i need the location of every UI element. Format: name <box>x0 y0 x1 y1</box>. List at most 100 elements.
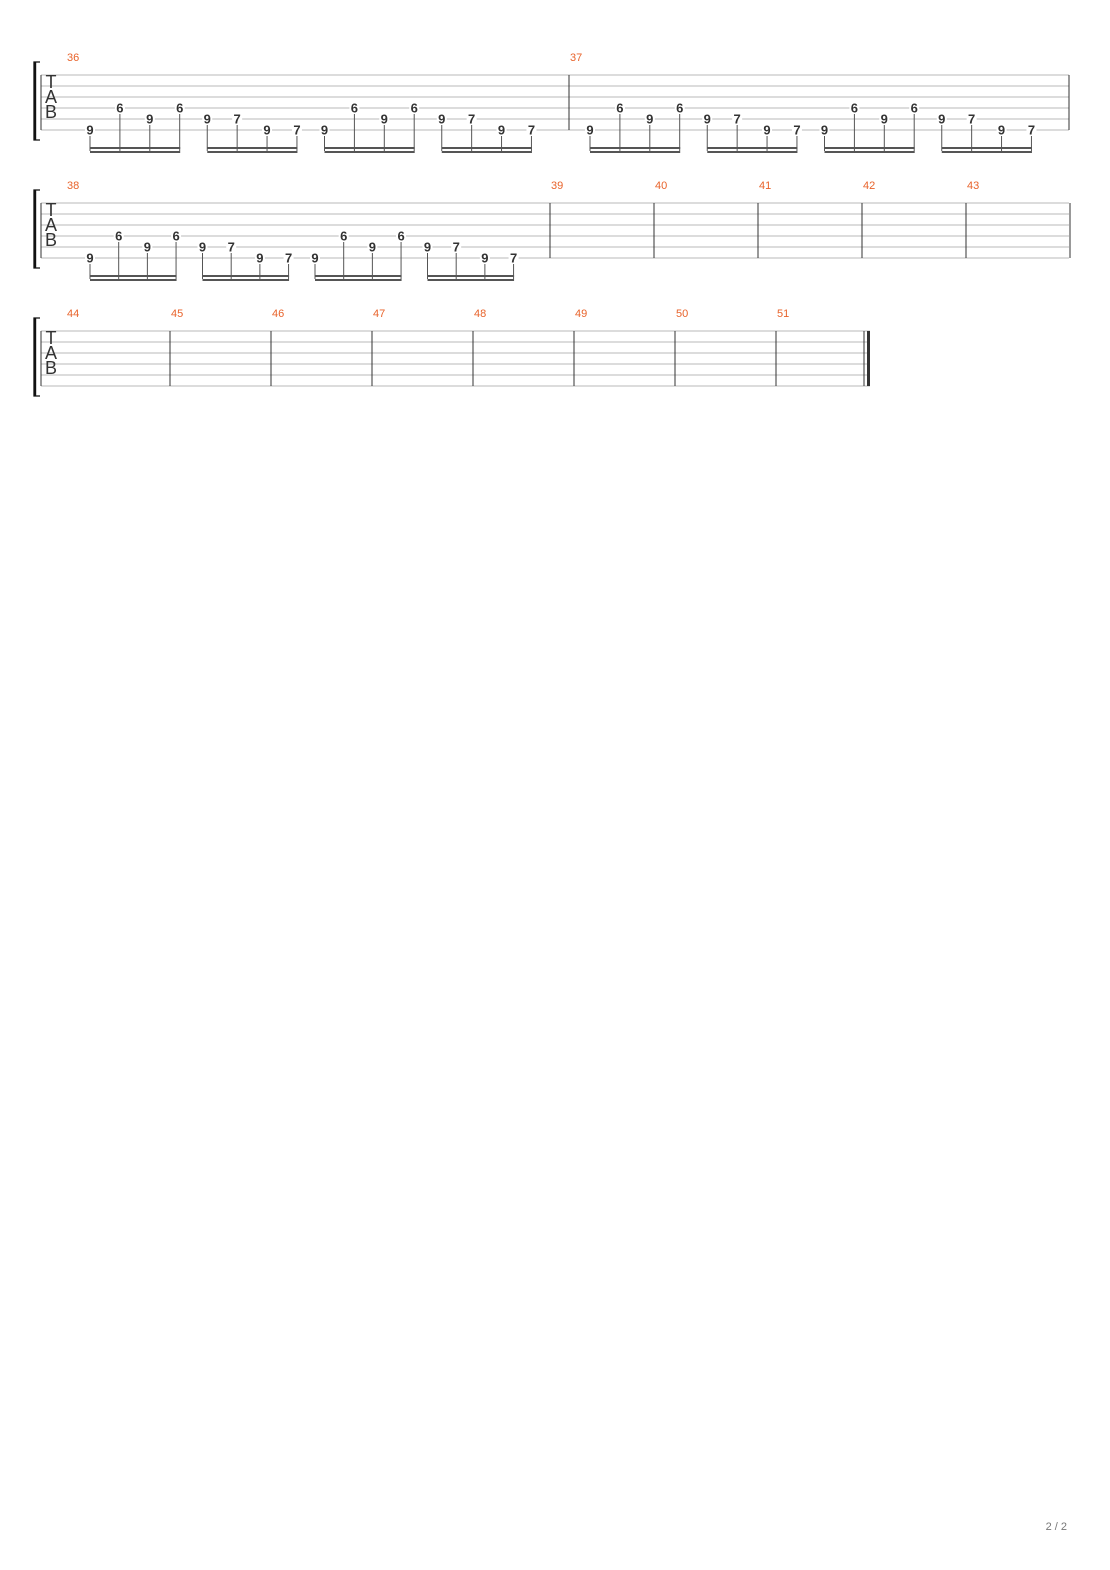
beam-secondary <box>441 151 532 153</box>
tab-clef-letter: A <box>45 215 57 235</box>
fret-knockout <box>349 102 360 114</box>
beam-primary <box>427 275 515 277</box>
beam-primary <box>590 147 681 149</box>
measure: 40 <box>655 180 759 258</box>
measure-number: 39 <box>551 180 563 192</box>
fret-knockout <box>338 230 349 242</box>
beam-secondary <box>590 151 681 153</box>
fret-knockout <box>791 124 802 136</box>
measure-number: 36 <box>67 52 79 64</box>
fret-number: 6 <box>116 101 123 116</box>
fret-number: 9 <box>381 112 388 127</box>
fret-knockout <box>379 113 390 125</box>
fret-knockout <box>232 113 243 125</box>
fret-knockout <box>85 124 95 136</box>
fret-number: 9 <box>311 251 318 266</box>
fret-number: 7 <box>734 112 741 127</box>
tab-clef-letter: B <box>45 102 57 122</box>
measure-number: 51 <box>777 308 789 320</box>
beam-secondary <box>941 151 1032 153</box>
measure: 41 <box>759 180 863 258</box>
measure-number: 38 <box>67 180 79 192</box>
fret-knockout <box>226 241 237 253</box>
fret-knockout <box>262 124 273 136</box>
fret-knockout <box>409 102 420 114</box>
measure-number: 46 <box>272 308 284 320</box>
fret-number: 6 <box>851 101 858 116</box>
fret-knockout <box>585 124 595 136</box>
fret-number: 9 <box>704 112 711 127</box>
fret-number: 6 <box>397 229 404 244</box>
fret-number: 9 <box>86 123 93 138</box>
fret-knockout <box>422 241 433 253</box>
fret-knockout <box>614 102 625 114</box>
fret-number: 6 <box>616 101 623 116</box>
beam-secondary <box>202 279 290 281</box>
fret-knockout <box>291 124 302 136</box>
fret-number: 9 <box>881 112 888 127</box>
fret-number: 7 <box>234 112 241 127</box>
measure-number: 42 <box>863 180 875 192</box>
fret-knockout <box>702 113 713 125</box>
measure: 47 <box>373 308 474 386</box>
fret-knockout <box>174 102 185 114</box>
beam-secondary <box>315 279 402 281</box>
measure-number: 50 <box>676 308 688 320</box>
fret-knockout <box>396 230 407 242</box>
tab-clef-letter: T <box>46 200 57 220</box>
fret-number: 9 <box>498 123 505 138</box>
measure-number: 37 <box>570 52 582 64</box>
fret-number: 6 <box>176 101 183 116</box>
fret-knockout <box>254 252 265 264</box>
fret-knockout <box>879 113 890 125</box>
fret-number: 9 <box>321 123 328 138</box>
fret-knockout <box>819 124 830 136</box>
tab-clef-letter: B <box>45 230 57 250</box>
measure-number: 40 <box>655 180 667 192</box>
beam-primary <box>90 147 181 149</box>
fret-number: 9 <box>424 240 431 255</box>
fret-number: 7 <box>468 112 475 127</box>
measure: 44 <box>67 308 171 386</box>
measure-number: 44 <box>67 308 79 320</box>
fret-number: 7 <box>793 123 800 138</box>
fret-knockout <box>732 113 743 125</box>
fret-knockout <box>310 252 320 264</box>
fret-number: 9 <box>481 251 488 266</box>
beam-secondary <box>90 151 181 153</box>
fret-number: 9 <box>438 112 445 127</box>
fret-knockout <box>114 102 125 114</box>
measure-number: 43 <box>967 180 979 192</box>
beam-secondary <box>427 279 515 281</box>
measure: 51 <box>777 308 870 386</box>
fret-knockout <box>496 124 507 136</box>
tab-clef-letter: A <box>45 87 57 107</box>
beam-primary <box>707 147 798 149</box>
measure: 46 <box>272 308 373 386</box>
measure: 42 <box>863 180 967 258</box>
fret-knockout <box>674 102 685 114</box>
fret-number: 7 <box>453 240 460 255</box>
fret-number: 9 <box>586 123 593 138</box>
fret-knockout <box>197 241 208 253</box>
measure-number: 47 <box>373 308 385 320</box>
fret-number: 7 <box>293 123 300 138</box>
tab-clef-letter: T <box>46 328 57 348</box>
fret-knockout <box>283 252 294 264</box>
beam-secondary <box>707 151 798 153</box>
fret-number: 6 <box>676 101 683 116</box>
measure-number: 45 <box>171 308 183 320</box>
measure-number: 48 <box>474 308 486 320</box>
fret-number: 9 <box>763 123 770 138</box>
fret-number: 6 <box>351 101 358 116</box>
fret-knockout <box>936 113 947 125</box>
beam-primary <box>441 147 532 149</box>
measure: 48 <box>474 308 575 386</box>
fret-number: 6 <box>340 229 347 244</box>
tab-clef-letter: B <box>45 358 57 378</box>
